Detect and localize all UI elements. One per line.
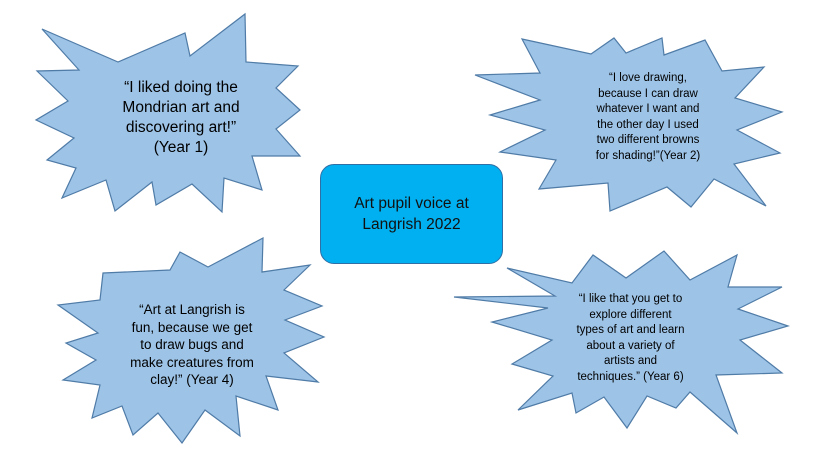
quote-year-2: “I love drawing, because I can draw what… (595, 72, 701, 162)
quote-year-4: “Art at Langrish is fun, because we get … (130, 302, 254, 387)
center-title-box: Art pupil voice at Langrish 2022 (320, 164, 503, 264)
quote-year-6: “I like that you get to explore differen… (576, 293, 685, 383)
quote-year-1: “I liked doing the Mondrian art and disc… (122, 79, 240, 156)
center-title: Art pupil voice at Langrish 2022 (354, 195, 469, 233)
